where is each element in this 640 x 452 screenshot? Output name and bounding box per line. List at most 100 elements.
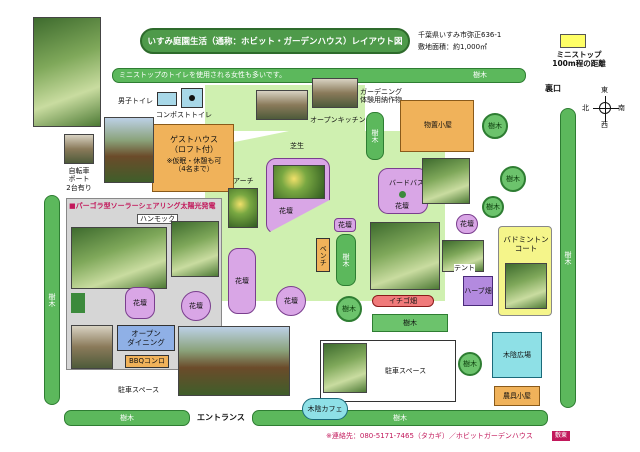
right-hedge-label: 樹木	[564, 251, 572, 265]
bottom-hedge-left-label: 樹木	[120, 414, 134, 422]
gardening-hut-label: ガーデニング 体験用納作物	[360, 88, 402, 105]
contact-text: ※連絡先：080-5171-7465（タカギ）／ホビットガーデンハウス	[326, 432, 533, 440]
solar-flowerbed-1-label: 花壇	[133, 299, 147, 307]
title-banner: いすみ庭園生活（通称：ホビット・ガーデンハウス）レイアウト図	[140, 28, 410, 54]
hammock-label: ハンモック	[137, 214, 178, 225]
flowerbed-photo	[273, 165, 325, 199]
left-hedge-label: 樹木	[48, 293, 56, 307]
solar-label: ■パーゴラ型ソーラーシェアリング太陽光発電	[69, 202, 216, 210]
parking-left-label: 駐車スペース	[118, 386, 160, 394]
farm-shed-label: 農具小屋	[503, 391, 531, 400]
bench: ベンチ	[316, 238, 330, 272]
compass-west: 西	[601, 121, 608, 129]
center-lawn-photo	[370, 222, 440, 290]
guesthouse-photo	[104, 117, 154, 183]
tree-2-label: 樹木	[506, 175, 520, 183]
birdbath-marker	[399, 191, 406, 198]
bbq-label: BBQコンロ	[128, 357, 166, 366]
herb-field-label: ハーブ畑	[464, 286, 492, 295]
mens-toilet-box	[157, 92, 177, 106]
garden-photo-top-left	[33, 17, 101, 127]
solar-flowerbed-2: 花壇	[181, 291, 211, 321]
open-kitchen-label: オープンキッチン	[310, 116, 366, 124]
tree-strip-center: 樹木	[336, 234, 356, 286]
compass-east: 東	[601, 86, 608, 94]
flowerbed-small-center-label: 花壇	[338, 221, 352, 229]
contact-badge: 敷東	[552, 431, 570, 441]
tree-strip-center-label: 樹木	[342, 253, 350, 267]
bicycle-photo	[64, 134, 94, 164]
monooki-shed: 物置小屋	[400, 100, 474, 152]
open-dining-box: オープン ダイニング	[117, 325, 175, 351]
flowerbed-triangle-label: 花壇	[279, 207, 293, 215]
monooki-label: 物置小屋	[424, 121, 452, 129]
badminton-photo	[505, 263, 547, 309]
badminton-court: バドミントン コート	[498, 226, 552, 316]
bottom-hedge-right-label: 樹木	[393, 414, 407, 422]
tree-rect: 樹木	[372, 314, 448, 332]
tent-label: テント	[454, 264, 475, 273]
tree-2: 樹木	[500, 166, 526, 192]
tree-1: 樹木	[482, 113, 508, 139]
guesthouse: ゲストハウス （ロフト付） ※仮眠・休憩も可 （4名まで）	[152, 124, 234, 192]
legend-swatch	[560, 34, 586, 48]
solar-flowerbed-2-label: 花壇	[189, 302, 203, 310]
lawn-label-top: 芝生	[290, 142, 304, 150]
top-hedge-label: 樹木	[473, 71, 487, 79]
dining-photo	[71, 325, 113, 369]
flowerbed-mid-left-label: 花壇	[235, 277, 249, 285]
wood-deck-label: 木陰広場	[503, 350, 531, 359]
compass: 東 北 南 西	[582, 86, 626, 130]
flowerbed-small-right: 花壇	[456, 214, 478, 234]
urakuchi-label: 裏口	[545, 84, 561, 93]
open-dining-label: オープン ダイニング	[127, 329, 165, 347]
tree-4: 樹木	[336, 296, 362, 322]
ichigo-field-label: イチゴ畑	[389, 296, 417, 305]
birdbath-bed: バードバス 花壇	[378, 168, 428, 214]
compass-south: 南	[618, 104, 625, 112]
legend-label: ミニストップ 100m程の距離	[552, 50, 606, 68]
herb-field: ハーブ畑	[463, 276, 493, 306]
birdbath-photo	[422, 158, 470, 204]
flowerbed-mid-round: 花壇	[276, 286, 306, 316]
solar-flowerbed-1: 花壇	[125, 287, 155, 319]
flowerbed-mid-left: 花壇	[228, 248, 256, 314]
top-hedge-notice: ミニストップのトイレを使用される女性も多いです。	[119, 71, 287, 79]
open-kitchen-photo-2	[312, 78, 358, 108]
area-text: 敷地面積：約1,000㎡	[418, 43, 488, 51]
cafe-label: 木陰カフェ	[307, 404, 343, 413]
flowerbed-small-right-label: 花壇	[460, 220, 474, 228]
guesthouse-note: ※仮眠・休憩も可 （4名まで）	[166, 157, 222, 174]
open-kitchen-photo-1	[256, 90, 308, 120]
arch-photo	[228, 188, 258, 228]
flowerbed-small-center: 花壇	[334, 218, 356, 232]
compass-north: 北	[582, 104, 589, 112]
guesthouse-title: ゲストハウス （ロフト付）	[170, 135, 218, 154]
parking-right-label: 駐車スペース	[385, 367, 427, 375]
tree-5: 樹木	[458, 352, 482, 376]
arch-label: アーチ	[233, 177, 254, 185]
bbq-box: BBQコンロ	[125, 355, 169, 368]
mens-toilet-label: 男子トイレ	[118, 97, 153, 105]
bottom-hedge-left: 樹木	[64, 410, 190, 426]
cafe: 木陰カフェ	[302, 398, 348, 420]
address-text: 千葉県いすみ市弥正636-1	[418, 31, 502, 39]
solar-photo-left	[71, 227, 167, 289]
bench-label: ベンチ	[319, 244, 328, 266]
tree-5-label: 樹木	[463, 360, 477, 368]
toilet-marker	[189, 95, 195, 101]
tree-3-label: 樹木	[486, 203, 500, 211]
parking-right-photo	[323, 343, 367, 393]
tree-4-label: 樹木	[342, 305, 356, 313]
badminton-label: バドミントン コート	[503, 235, 549, 253]
farm-shed: 農具小屋	[494, 386, 540, 406]
entrance-label: エントランス	[197, 413, 245, 422]
tree-1-label: 樹木	[488, 122, 502, 130]
page-title: いすみ庭園生活（通称：ホビット・ガーデンハウス）レイアウト図	[147, 37, 403, 47]
tree-strip-top: 樹木	[366, 112, 384, 160]
wood-deck: 木陰広場	[492, 332, 542, 378]
right-hedge: 樹木	[560, 108, 576, 408]
tree-strip-top-label: 樹木	[371, 129, 379, 143]
compost-toilet-box	[181, 88, 203, 108]
birdbath-bed-label: 花壇	[395, 202, 409, 210]
